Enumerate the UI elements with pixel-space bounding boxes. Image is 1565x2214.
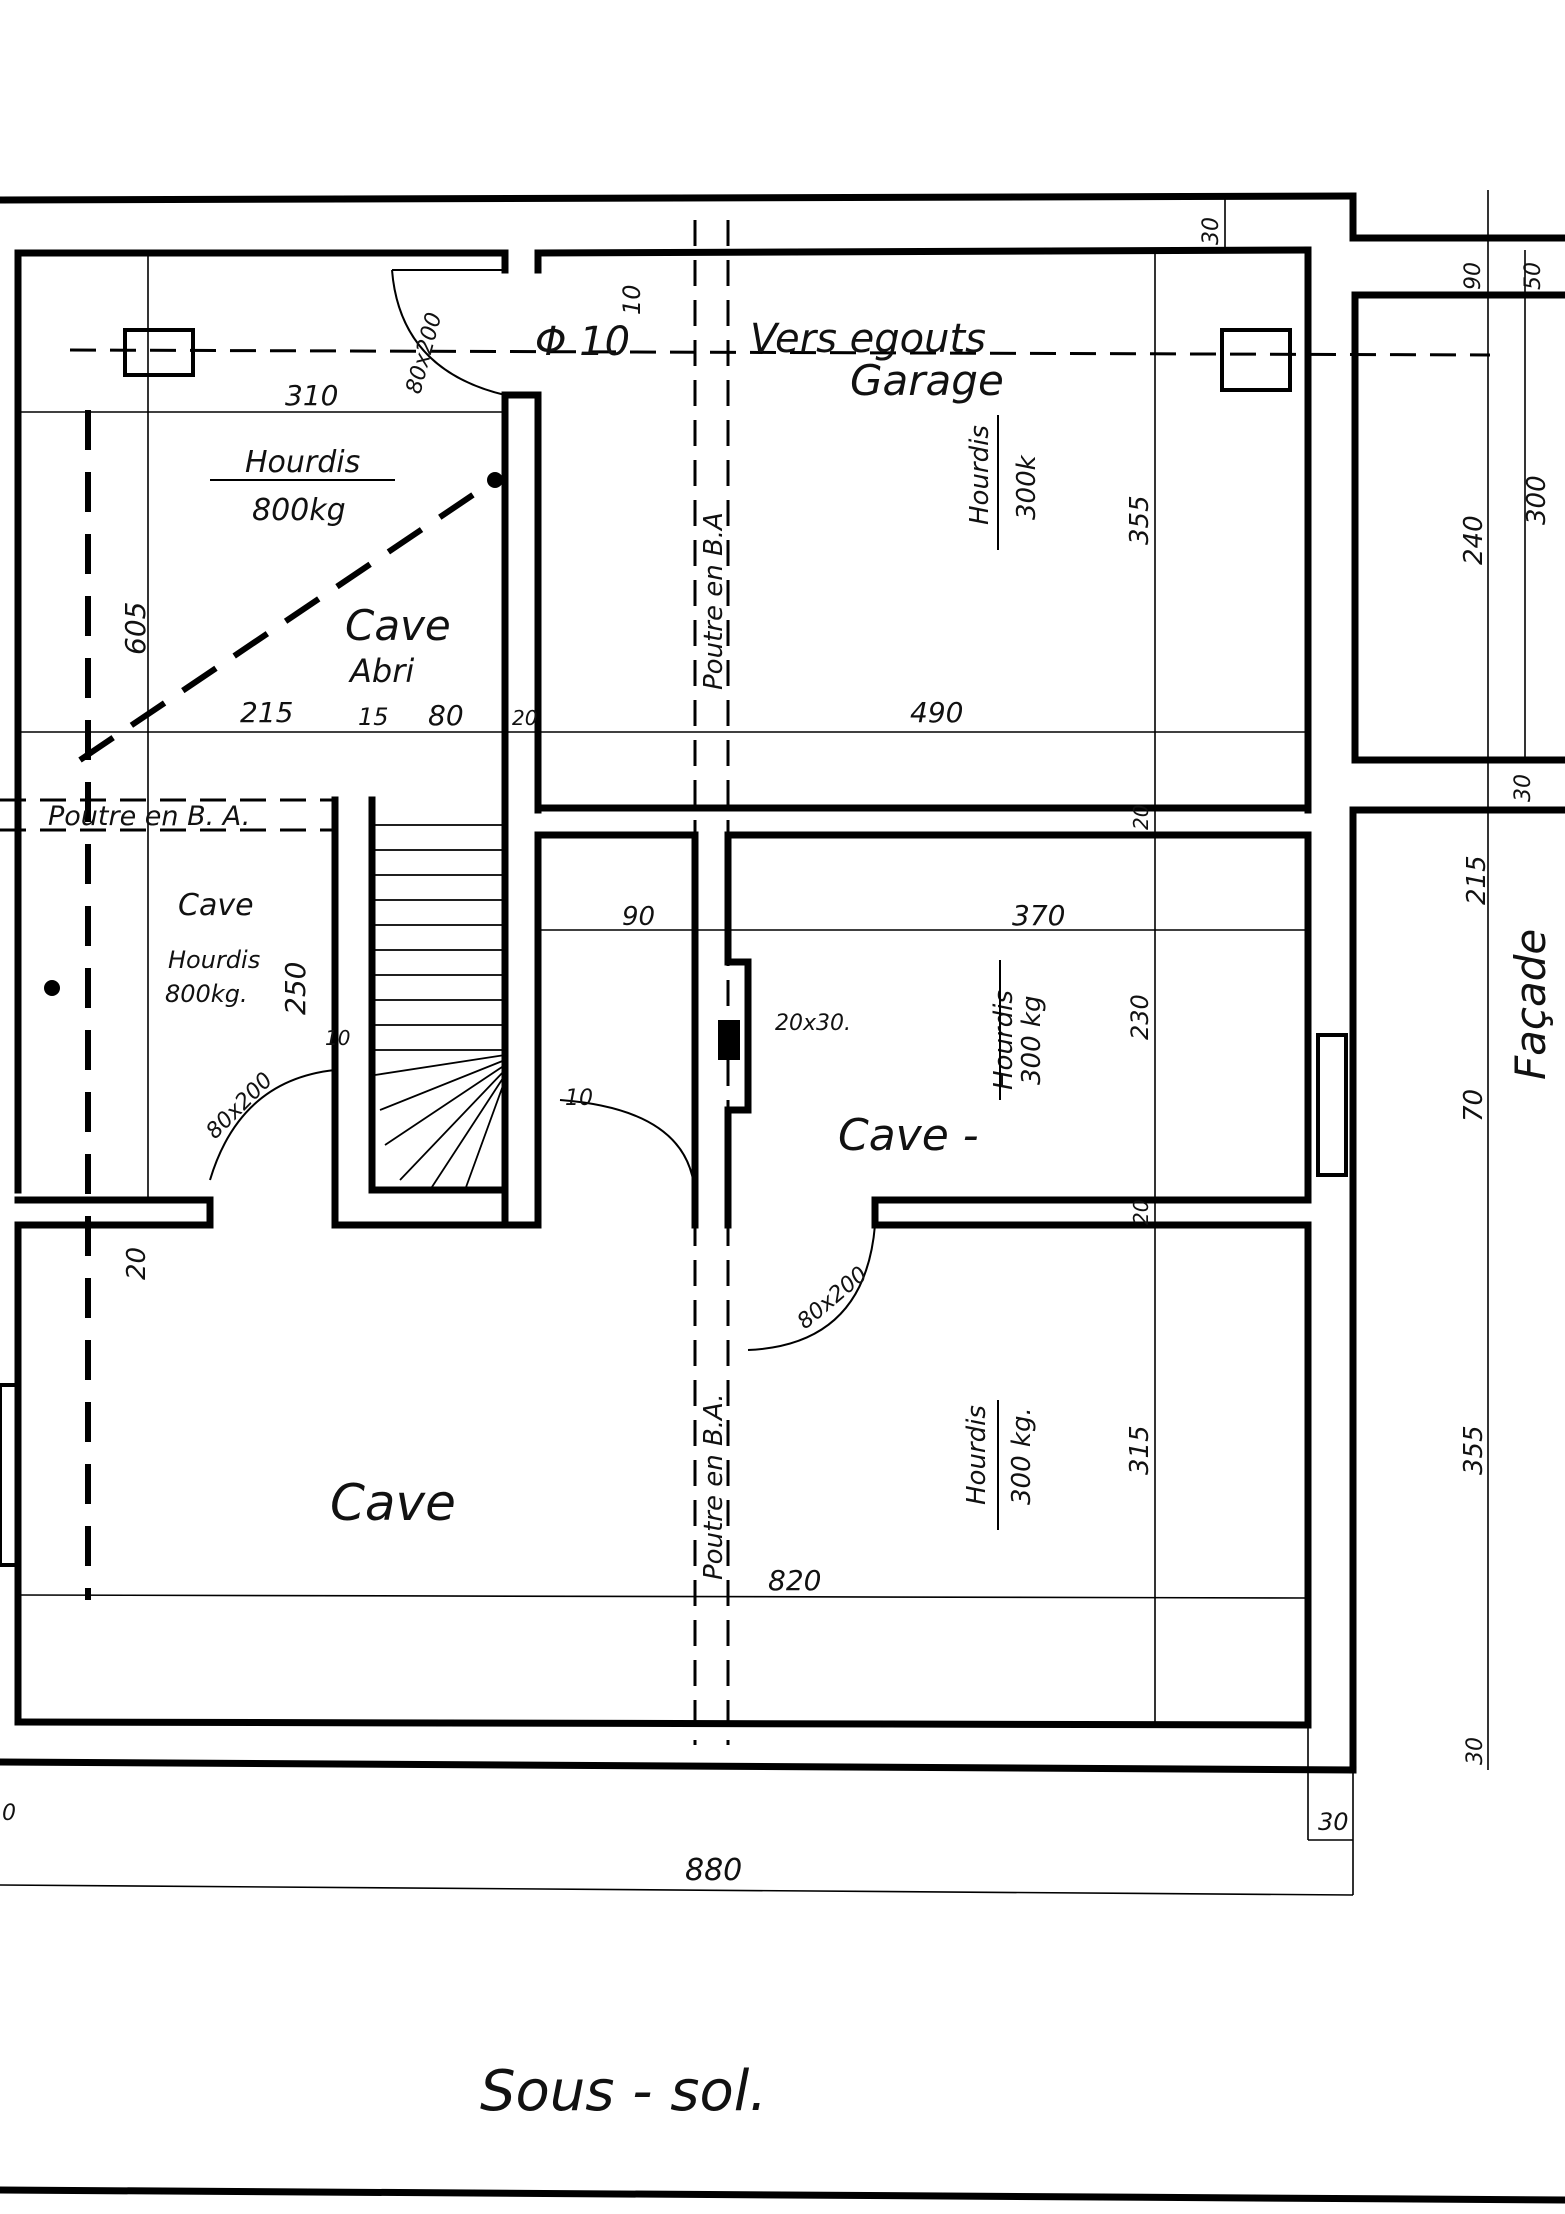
note-poutre-vertical-top: Poutre en B.A [699, 512, 729, 690]
dim-50: 50 [1521, 262, 1546, 290]
dim-80: 80 [428, 699, 464, 732]
note-hourdis-left: Hourdis [168, 946, 260, 974]
dim-10-mid: 10 [565, 1086, 593, 1111]
dim-310: 310 [285, 379, 338, 412]
note-phi: Φ 10 [535, 319, 630, 365]
dim-15: 15 [358, 703, 389, 731]
dim-370: 370 [1012, 899, 1065, 932]
dim-605: 605 [119, 602, 152, 655]
dim-90: 90 [1461, 262, 1486, 290]
dim-20-c: 20 [1129, 1200, 1153, 1225]
window-icon [0, 1383, 20, 1567]
note-hourdis-garage: Hourdis [965, 425, 995, 525]
dim-215-right: 215 [1462, 855, 1492, 905]
dim-820: 820 [768, 1564, 821, 1597]
window-icon [1316, 1033, 1348, 1177]
note-load-300-b: 300 kg [1017, 996, 1047, 1085]
dim-20-b: 20 [1129, 805, 1153, 830]
room-label-cave-bottom: Cave [330, 1474, 456, 1532]
dim-20-a: 20 [512, 706, 537, 730]
dim-230: 230 [1126, 994, 1154, 1040]
drain-icon [44, 980, 60, 996]
dim-355-bottom: 355 [1459, 1425, 1489, 1475]
note-door-left: 80x200 [202, 1068, 278, 1144]
walls [0, 192, 1565, 2204]
note-poutre-vertical-bottom: Poutre en B.A. [699, 1393, 729, 1580]
dim-10-top: 10 [618, 284, 646, 315]
room-label-abri: Abri [348, 652, 414, 690]
dim-300: 300 [1522, 475, 1552, 525]
dim-30-top: 30 [1199, 217, 1224, 245]
vent-icon [123, 328, 195, 377]
dim-10-left: 10 [325, 1026, 350, 1050]
room-label-cave-middle: Cave - [838, 1110, 979, 1161]
note-load-800-b: 800kg. [165, 980, 248, 1008]
note-hourdis-middle: Hourdis [989, 990, 1019, 1090]
dim-250: 250 [279, 962, 312, 1015]
doors [209, 269, 876, 1351]
note-load-300-c: 300 kg. [1007, 1407, 1037, 1505]
note-hourdis-top-left: Hourdis [245, 445, 360, 480]
note-hourdis-bottom: Hourdis [962, 1405, 992, 1505]
note-vers-egouts: Vers egouts [750, 316, 986, 362]
room-label-cave-abri: Cave [345, 601, 451, 650]
note-load-800-a: 800kg [252, 493, 346, 528]
dashed-lines [0, 220, 1491, 1745]
room-label-garage: Garage [850, 356, 1004, 405]
dim-355-top: 355 [1125, 495, 1155, 545]
dim-315: 315 [1125, 1425, 1155, 1475]
vent-icon [1220, 328, 1292, 392]
note-poutre-horizontal: Poutre en B. A. [48, 801, 250, 832]
note-door-right: 80x200 [793, 1262, 873, 1335]
note-opening-20x30: 20x30. [775, 1011, 851, 1036]
dim-20-left: 20 [122, 1247, 152, 1280]
dimension-lines [0, 190, 1526, 1896]
dim-490: 490 [910, 696, 963, 729]
room-label-cave-left: Cave [178, 888, 254, 923]
note-facade: Façade [1506, 929, 1555, 1080]
dim-70: 70 [1459, 1089, 1489, 1122]
fixtures [0, 328, 1348, 1567]
note-door-top: 80x200 [402, 310, 448, 397]
dim-0: 0 [2, 1801, 16, 1826]
drain-icon [487, 472, 503, 488]
staircase [374, 824, 506, 1191]
dim-30-corner: 30 [1318, 1808, 1349, 1836]
note-load-300-a: 300k [1012, 454, 1042, 520]
plan-title: Sous - sol. [480, 2059, 767, 2124]
dim-30-mid: 30 [1511, 774, 1536, 802]
dim-880: 880 [685, 1853, 742, 1888]
dim-90-mid: 90 [622, 902, 655, 932]
dim-240: 240 [1459, 515, 1489, 565]
vent-icon [718, 1020, 740, 1060]
dim-215: 215 [240, 696, 293, 729]
dim-30-bottom: 30 [1463, 1737, 1488, 1765]
